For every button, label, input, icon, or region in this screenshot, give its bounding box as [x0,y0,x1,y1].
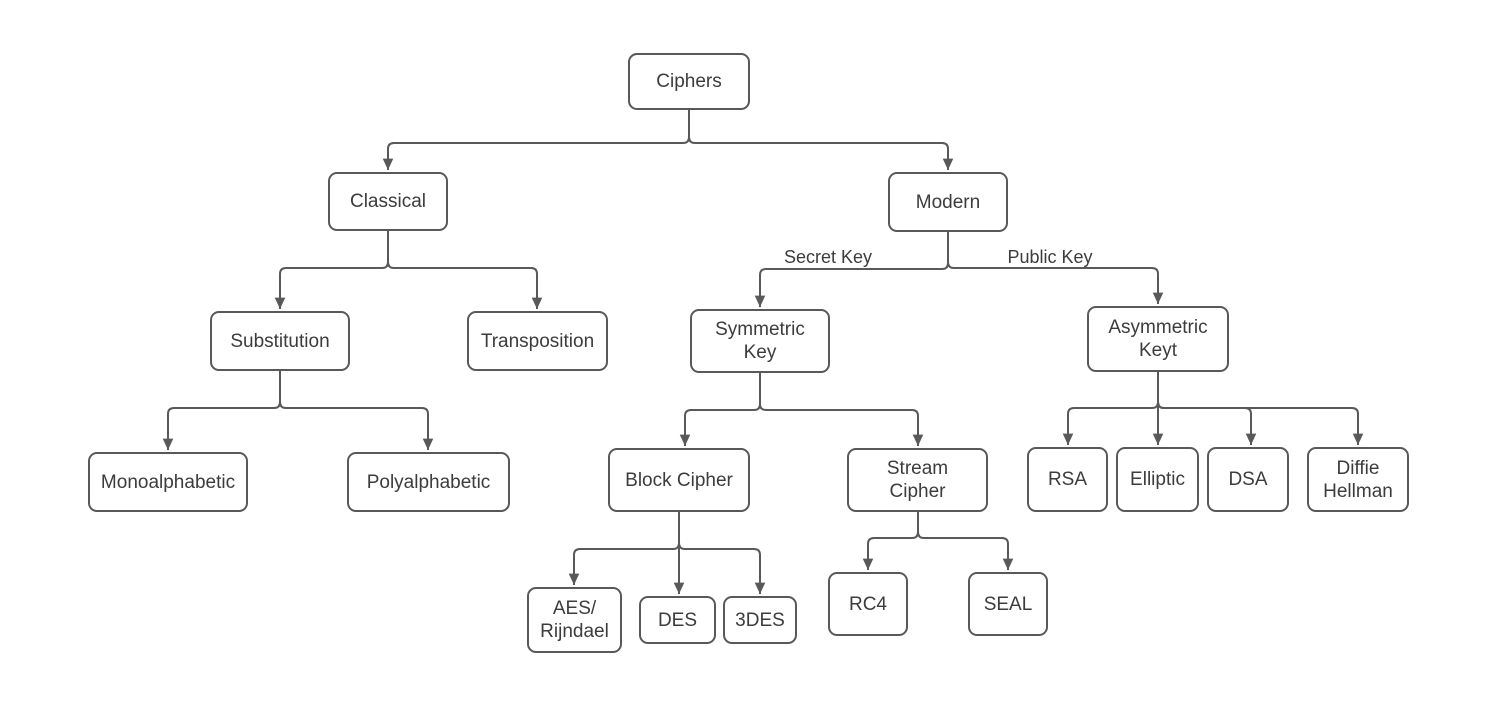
node-modern: Modern [888,172,1008,232]
node-transposition: Transposition [467,311,608,371]
node-polyalphabetic: Polyalphabetic [347,452,510,512]
edge-substitution-monoalphabetic [162,371,281,450]
node-rc4: RC4 [828,572,908,636]
edge-asymmetric-rsa [1062,372,1159,445]
edge-classical-substitution [274,231,389,309]
node-symmetric-key: Symmetric Key [690,309,830,373]
node-seal: SEAL [968,572,1048,636]
node-stream-cipher: Stream Cipher [847,448,988,512]
edge-block-3des [678,512,766,594]
node-asymmetric-keyt: Asymmetric Keyt [1087,306,1229,372]
node-ciphers: Ciphers [628,53,750,110]
node-rsa: RSA [1027,447,1108,512]
edge-stream-rc4 [862,512,919,570]
edge-asymmetric-diffie-hellman [1157,372,1364,445]
edge-modern-symmetric-key [754,232,949,307]
edge-modern-asymmetric-keyt [947,232,1164,304]
node-classical: Classical [328,172,448,231]
edge-ciphers-classical [382,110,690,170]
edge-stream-seal [917,512,1014,570]
edge-label-secret-key: Secret Key [753,247,903,267]
node-aes-rijndael: AES/ Rijndael [527,587,622,653]
node-diffie-hellman: Diffie Hellman [1307,447,1409,512]
edge-substitution-polyalphabetic [279,371,434,450]
edge-classical-transposition [387,231,543,309]
edge-symmetric-stream-cipher [759,373,924,446]
node-des: DES [639,596,716,644]
edge-label-public-key: Public Key [975,247,1125,267]
node-dsa: DSA [1207,447,1289,512]
node-substitution: Substitution [210,311,350,371]
node-monoalphabetic: Monoalphabetic [88,452,248,512]
node-block-cipher: Block Cipher [608,448,750,512]
node-3des: 3DES [723,596,797,644]
edge-ciphers-modern [688,110,954,170]
edge-block-aes-rijndael [568,512,680,585]
node-elliptic: Elliptic [1116,447,1199,512]
edge-symmetric-block-cipher [679,373,761,446]
